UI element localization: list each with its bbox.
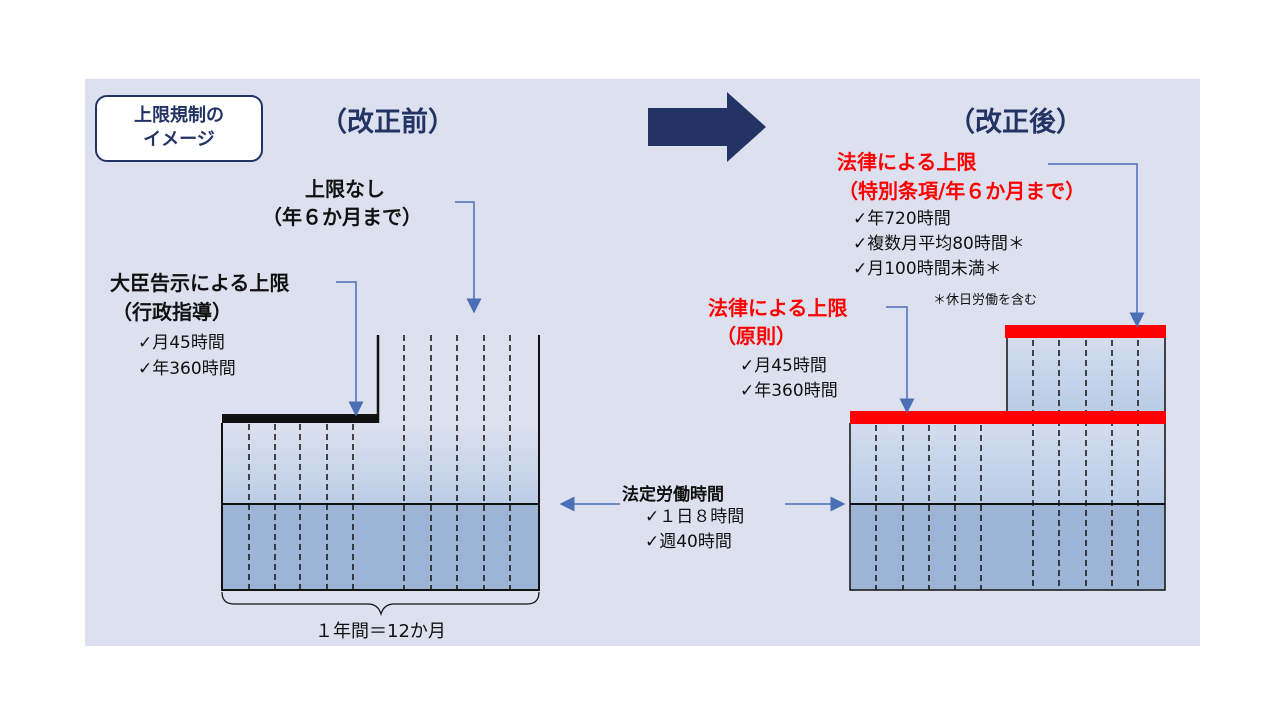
before-heading: （改正前） bbox=[320, 107, 455, 138]
after-heading: （改正後） bbox=[948, 107, 1083, 138]
before-item-1: ✓月45時間 bbox=[138, 333, 225, 353]
after-special-cap bbox=[1005, 325, 1166, 338]
badge-line2: イメージ bbox=[143, 129, 215, 150]
special-limit-line2: （特別条項/年６か月まで） bbox=[838, 179, 1086, 203]
after-principle-cap bbox=[850, 411, 1166, 424]
minister-limit-line2: （行政指導） bbox=[112, 300, 232, 324]
special-item-1: ✓年720時間 bbox=[853, 209, 951, 229]
principle-connector bbox=[886, 306, 915, 414]
before-outline bbox=[221, 335, 540, 591]
principle-limit-line2: （原則） bbox=[716, 324, 796, 348]
after-legal-area bbox=[850, 504, 1165, 590]
no-limit-line1: 上限なし bbox=[305, 177, 385, 201]
year-brace bbox=[221, 591, 540, 617]
before-item-2: ✓年360時間 bbox=[138, 359, 236, 379]
minister-connector bbox=[336, 281, 364, 417]
badge-line1: 上限規制の bbox=[134, 105, 224, 126]
special-item-3: ✓月100時間未満＊ bbox=[853, 259, 1002, 279]
before-upper-area bbox=[222, 423, 539, 504]
transition-arrow bbox=[648, 92, 766, 162]
legal-hours-title: 法定労働時間 bbox=[622, 485, 724, 505]
legal-hours-item-2: ✓週40時間 bbox=[645, 532, 732, 552]
special-limit-line1: 法律による上限 bbox=[837, 150, 977, 174]
before-minister-cap bbox=[222, 414, 378, 423]
before-chart bbox=[221, 335, 540, 617]
special-item-2: ✓複数月平均80時間＊ bbox=[853, 234, 1025, 254]
image-badge: 上限規制の イメージ bbox=[95, 95, 263, 162]
principle-limit-line1: 法律による上限 bbox=[708, 296, 848, 320]
special-note: ＊休日労働を含む bbox=[933, 293, 1038, 308]
no-limit-line2: （年６か月まで） bbox=[262, 205, 422, 229]
principle-item-1: ✓月45時間 bbox=[740, 356, 827, 376]
principle-item-2: ✓年360時間 bbox=[740, 381, 838, 401]
year-label: １年間＝12か月 bbox=[315, 621, 446, 642]
after-chart bbox=[849, 325, 1166, 591]
no-limit-connector bbox=[455, 201, 482, 314]
legal-hours-item-1: ✓１日８時間 bbox=[645, 507, 745, 527]
minister-limit-line1: 大臣告示による上限 bbox=[110, 271, 290, 295]
no-limit-label: 上限なし bbox=[305, 175, 385, 203]
after-principle-area bbox=[850, 423, 1165, 504]
special-limit-connector bbox=[1048, 163, 1145, 328]
before-legal-area bbox=[222, 504, 539, 590]
